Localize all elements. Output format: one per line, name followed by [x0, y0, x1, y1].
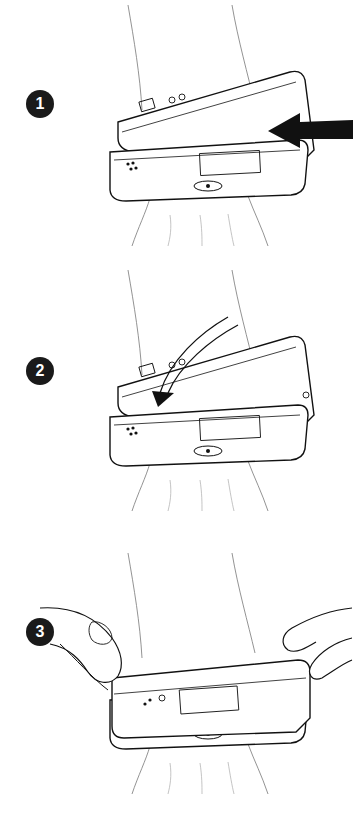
callout-number: 1 [26, 90, 54, 118]
callout-text: 1 [36, 96, 45, 112]
callout-number: 2 [26, 357, 54, 385]
callout-number: 3 [26, 618, 54, 646]
callout-text: 2 [36, 363, 45, 379]
callout-text: 3 [36, 624, 45, 640]
